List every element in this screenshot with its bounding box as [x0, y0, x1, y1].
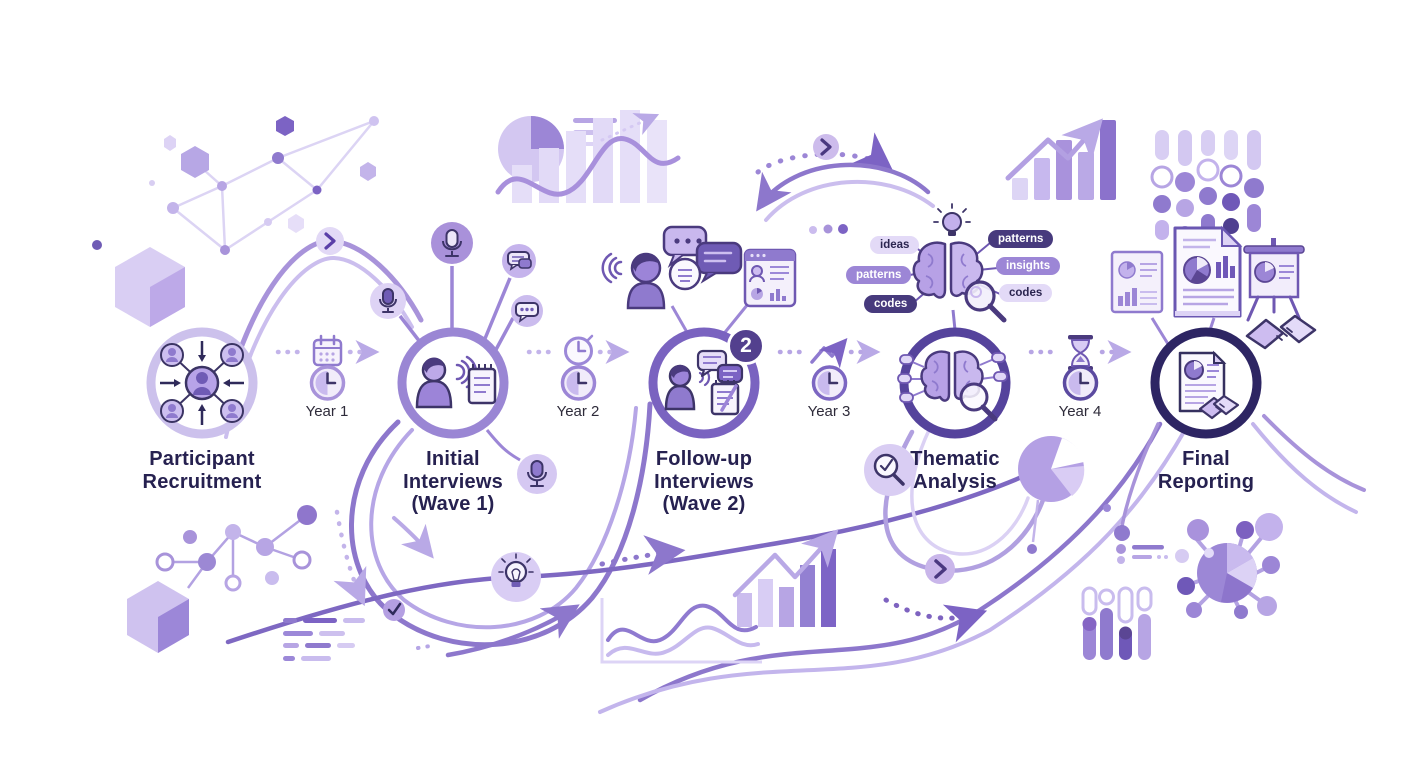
dotted-arrows: [333, 132, 988, 643]
wavy-line-chart-decoration: [600, 598, 762, 664]
notepad-pencil-icon: [710, 380, 740, 416]
analysis-satellites: [864, 203, 1085, 554]
year-label-4: Year 4: [1058, 403, 1102, 420]
tag-patterns-right: patterns: [988, 230, 1054, 248]
presentation-easel-icon: [1243, 238, 1305, 322]
microphone-icon: [517, 454, 557, 494]
pill-bar-chart-decoration: [1081, 586, 1153, 660]
reporting-satellites: [1110, 225, 1317, 350]
stage-label-final-reporting: Final Reporting: [1157, 448, 1255, 493]
stage-node-final-reporting: [1150, 327, 1262, 439]
brain-icon: [912, 241, 984, 299]
clock-icon: [811, 365, 848, 401]
lightbulb-icon: [933, 203, 971, 236]
chat-bubbles-icon: [696, 349, 744, 384]
tag-ideas: ideas: [870, 236, 920, 254]
followup-satellites: [601, 225, 797, 310]
satellite-connectors: [398, 266, 1216, 462]
report-document-icon: [1110, 250, 1164, 314]
interview-speaking-icon: [415, 355, 497, 409]
cube-3d-icon: [127, 581, 189, 653]
microphone-icon: [370, 283, 406, 319]
molecule-graph-decoration: [155, 505, 317, 592]
year-label-1: Year 1: [305, 403, 349, 420]
stage-node-participant-recruitment: [146, 327, 258, 439]
report-document-large-icon: [1173, 225, 1243, 318]
speaking-person-icon: [601, 252, 666, 310]
bar-chart-zigzag-decoration: [732, 529, 839, 627]
handshake-icon: [1198, 394, 1240, 420]
year-marker-1: [275, 334, 380, 401]
interview-satellites: [370, 222, 557, 621]
tag-insights: insights: [996, 257, 1061, 275]
year-marker-2: [526, 334, 630, 401]
tag-codes-right: codes: [999, 284, 1053, 302]
followup-chat-icon: [664, 349, 744, 416]
year-marker-3: [777, 338, 881, 401]
year-label-3: Year 3: [807, 403, 851, 420]
iteration-loop-arrows: [756, 162, 935, 234]
clock-icon: [309, 365, 346, 401]
tag-patterns-left: patterns: [846, 266, 912, 284]
pie-chart-stem-decoration: [1018, 436, 1085, 554]
clock-icon: [560, 365, 597, 401]
stage-label-thematic-analysis: Thematic Analysis: [910, 448, 1000, 493]
wave-2-badge: 2: [727, 327, 765, 365]
magnifier-icon: [959, 382, 998, 422]
checkmark-icon: [383, 599, 405, 621]
stage-node-initial-interviews: [397, 327, 509, 439]
chat-dots-icon: [511, 295, 543, 327]
stage-label-initial-interviews: Initial Interviews (Wave 1): [403, 448, 503, 516]
stage-node-thematic-analysis: [897, 327, 1011, 439]
magnifier-icon: [964, 280, 1007, 323]
calendar-icon: [312, 334, 343, 367]
magnifier-check-icon: [864, 444, 916, 496]
microphone-icon: [431, 222, 473, 264]
lightbulb-icon: [491, 552, 541, 602]
chat-bubble-dots-icon: [662, 225, 708, 269]
clock-icon: [1062, 365, 1099, 401]
network-constellation-decoration: [92, 116, 379, 255]
report-handshake-icon: [1178, 350, 1240, 420]
stage-label-participant-recruitment: Participant Recruitment: [142, 448, 262, 493]
stage-node-followup-interviews: [648, 327, 760, 439]
participant-network-icon: [160, 341, 244, 425]
hub-pie-network-decoration: [1175, 513, 1283, 619]
year-label-2: Year 2: [556, 403, 600, 420]
participant-profile-card-icon: [743, 248, 797, 308]
brain-magnifier-icon: [897, 350, 1008, 422]
tag-codes-left: codes: [864, 295, 918, 313]
dots-and-dashes-decoration: [1103, 504, 1168, 564]
trend-up-icon: [810, 338, 848, 369]
stage-label-followup-interviews: Follow-up Interviews (Wave 2): [654, 448, 754, 516]
growth-bar-wave-chart-decoration: [495, 110, 681, 203]
hourglass-icon: [1068, 335, 1093, 371]
chevron-step-icons: [316, 134, 955, 584]
chat-bubble-lines-icon: [695, 241, 743, 284]
year-marker-4: [1028, 335, 1132, 401]
clock-outline-icon: [564, 334, 594, 366]
dot-matrix-chart-decoration: [1150, 130, 1264, 242]
notepad-icon: [467, 364, 497, 405]
cube-3d-icon: [115, 247, 185, 327]
text-lines-decoration: [283, 618, 365, 661]
chat-bubbles-icon: [502, 244, 536, 278]
chat-bubble-round-icon: [668, 257, 702, 291]
handshake-icon: [1245, 314, 1317, 350]
bar-chart-arrow-decoration: [1005, 118, 1116, 200]
